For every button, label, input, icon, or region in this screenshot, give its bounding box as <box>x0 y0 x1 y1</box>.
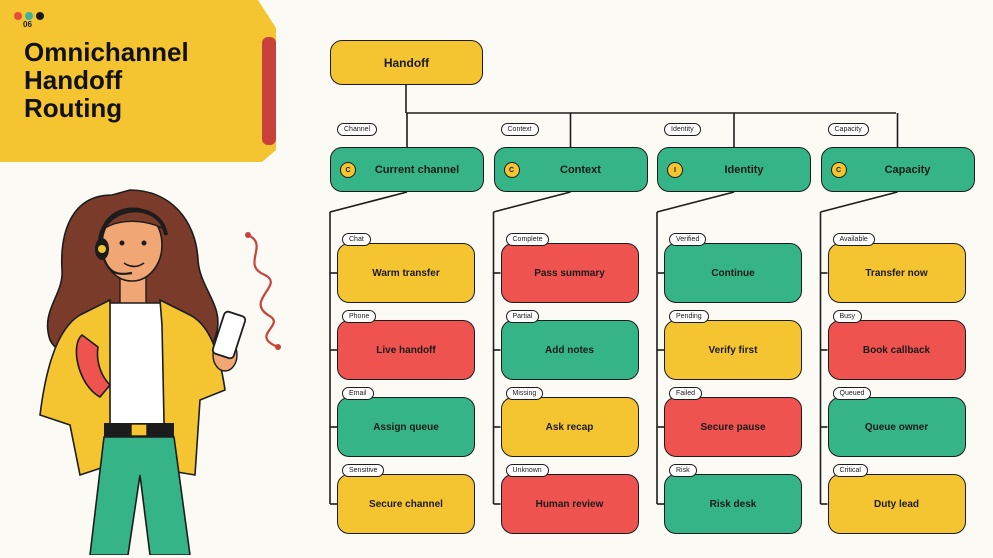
condition-tag: Sensitive <box>342 464 385 477</box>
category-badge: I <box>667 162 683 178</box>
title-line: Omnichannel <box>24 37 189 67</box>
condition-tag: Busy <box>832 310 863 323</box>
condition-tag: Failed <box>669 387 703 400</box>
category-label: Current channel <box>374 163 460 176</box>
outcome-node: Pass summary <box>500 243 639 303</box>
condition-tag: Email <box>342 387 374 400</box>
condition-tag: Queued <box>832 387 872 400</box>
outcome-node: Ask recap <box>500 397 639 457</box>
outcome-node: Assign queue <box>337 397 475 457</box>
category-badge: C <box>503 162 520 178</box>
outcome-node: Continue <box>664 243 802 303</box>
outcome-node: Secure pause <box>664 397 802 457</box>
condition-tag: Critical <box>832 464 868 477</box>
outcome-node: Secure channel <box>337 474 475 534</box>
outcome-node: Warm transfer <box>337 243 475 303</box>
condition-tag: Phone <box>342 310 377 323</box>
category-node: C Current channel <box>330 147 484 192</box>
title-line: Handoff <box>24 65 123 95</box>
edge-label: Identity <box>664 123 701 136</box>
outcome-node: Book callback <box>827 320 966 380</box>
condition-tag: Risk <box>669 464 697 477</box>
accent-bar <box>262 37 276 145</box>
black-dot <box>36 12 44 20</box>
outcome-node: Risk desk <box>664 474 802 534</box>
outcome-node: Verify first <box>664 320 802 380</box>
category-label: Identity <box>724 163 764 176</box>
category-node: I Identity <box>657 147 811 192</box>
outcome-node: Queue owner <box>827 397 966 457</box>
category-label: Capacity <box>884 163 931 176</box>
support-agent-illustration <box>39 189 281 555</box>
condition-tag: Complete <box>505 233 550 246</box>
title-panel: 06 Omnichannel Handoff Routing <box>0 0 280 162</box>
edge-label: Context <box>500 123 539 136</box>
condition-tag: Verified <box>669 233 707 246</box>
outcome-node: Add notes <box>500 320 639 380</box>
condition-tag: Missing <box>505 387 544 400</box>
outcome-node: Human review <box>500 474 639 534</box>
window-dots <box>14 12 44 20</box>
edge-label: Channel <box>337 123 378 136</box>
outcome-node: Live handoff <box>337 320 475 380</box>
category-badge: C <box>340 162 356 178</box>
edge-label: Capacity <box>827 123 869 136</box>
category-badge: C <box>830 162 847 178</box>
condition-tag: Pending <box>669 310 709 323</box>
category-node: C Capacity <box>820 147 975 192</box>
title-line: Routing <box>24 93 123 123</box>
root-node-handoff: Handoff <box>330 40 483 85</box>
condition-tag: Available <box>832 233 875 246</box>
category-label: Context <box>560 163 601 176</box>
page-title: Omnichannel Handoff Routing <box>24 38 254 122</box>
teal-dot <box>25 12 33 20</box>
title-panel-background <box>0 0 276 162</box>
red-dot <box>14 12 22 20</box>
condition-tag: Unknown <box>505 464 549 477</box>
outcome-node: Transfer now <box>827 243 966 303</box>
condition-tag: Partial <box>505 310 540 323</box>
outcome-node: Duty lead <box>827 474 966 534</box>
slide-number: 06 <box>23 20 32 29</box>
condition-tag: Chat <box>342 233 371 246</box>
category-node: C Context <box>493 147 648 192</box>
